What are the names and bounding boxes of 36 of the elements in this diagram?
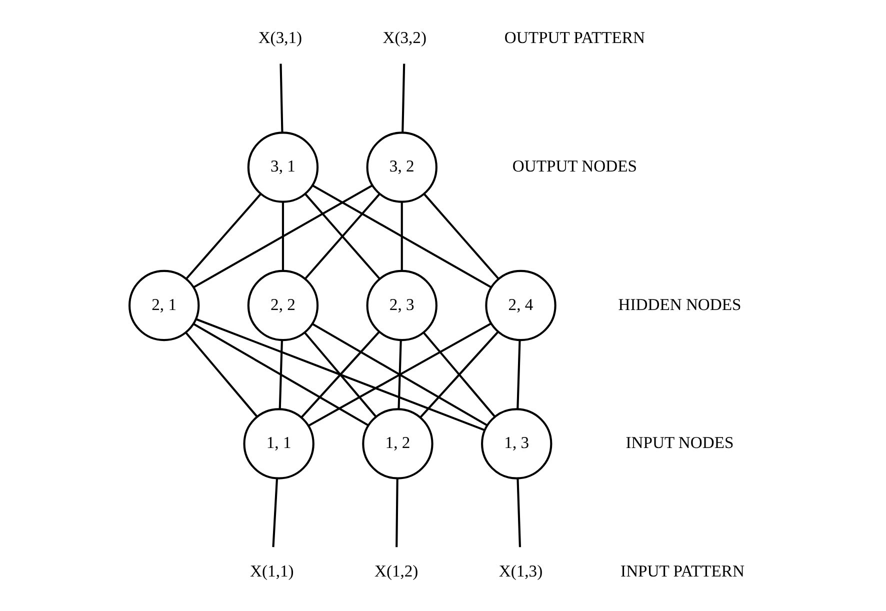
connector xyxy=(423,193,500,280)
connector xyxy=(196,318,485,431)
connector xyxy=(516,340,521,409)
node-text: X(3,1) xyxy=(258,28,302,47)
label: OUTPUT NODES xyxy=(512,156,637,176)
node-text: X(1,1) xyxy=(250,562,294,581)
connector xyxy=(402,64,406,132)
node-text: X(3,2) xyxy=(382,28,427,47)
connector xyxy=(280,64,284,132)
label: HIDDEN NODES xyxy=(618,294,742,314)
label: OUTPUT PATTERN xyxy=(504,28,645,47)
node-circle: 2, 1 xyxy=(128,270,200,342)
connector xyxy=(278,340,283,409)
node-text: X(1,3) xyxy=(498,562,543,581)
node-circle: 3, 1 xyxy=(247,132,319,203)
connector xyxy=(396,478,398,548)
node-circle: 2, 3 xyxy=(366,270,438,342)
connector xyxy=(516,478,522,548)
connector xyxy=(282,202,284,271)
node-circle: 1, 3 xyxy=(481,408,552,480)
label: INPUT PATTERN xyxy=(620,562,744,581)
node-circle: 1, 1 xyxy=(243,408,314,480)
connector xyxy=(312,184,492,288)
node-text: X(1,2) xyxy=(374,562,418,581)
connector xyxy=(193,323,369,426)
node-circle: 1, 2 xyxy=(362,408,434,480)
connector xyxy=(193,184,373,288)
connector xyxy=(400,202,403,271)
connector xyxy=(272,478,278,548)
connector xyxy=(185,332,258,418)
node-circle: 2, 2 xyxy=(247,270,319,342)
connector xyxy=(186,193,262,280)
connector xyxy=(398,340,402,409)
node-circle: 2, 4 xyxy=(485,270,556,342)
node-circle: 3, 2 xyxy=(366,132,438,203)
label: INPUT NODES xyxy=(626,433,734,452)
